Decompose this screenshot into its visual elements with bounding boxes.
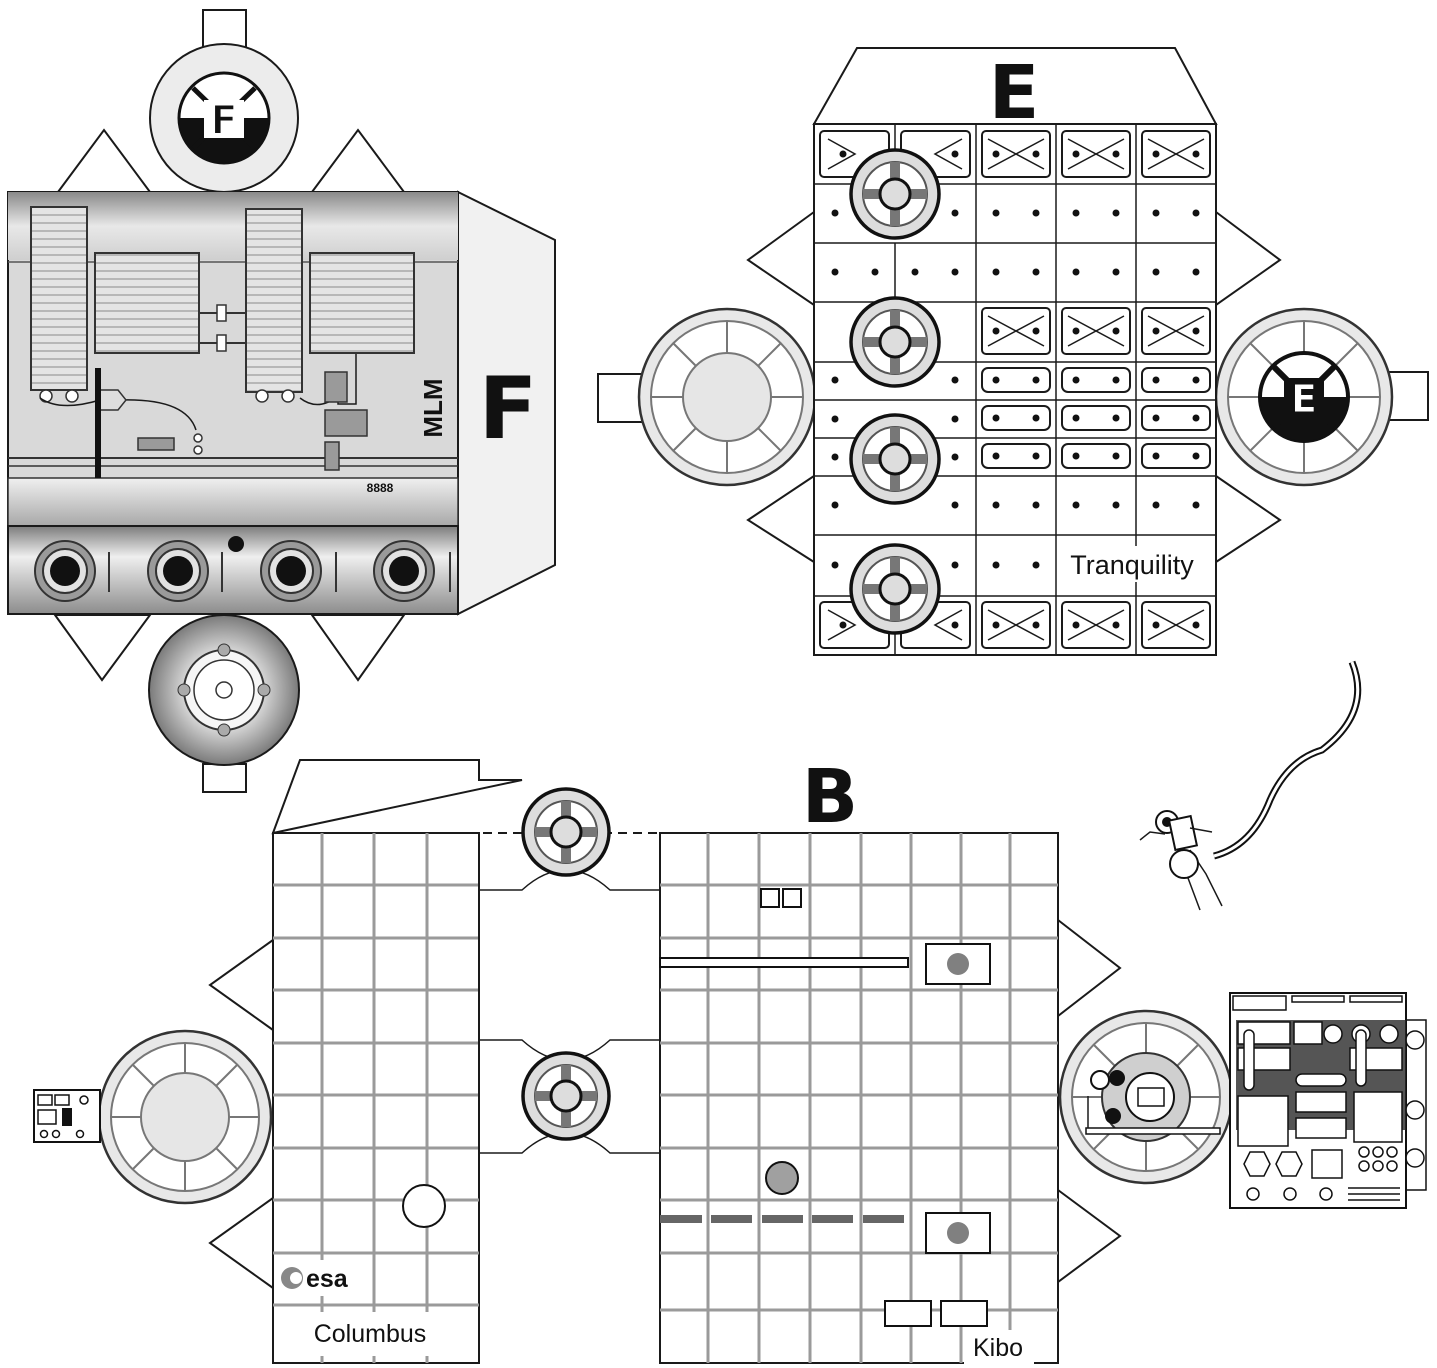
part-f-glue-tab <box>310 128 406 193</box>
mlm-port <box>373 540 435 602</box>
connector-hatch <box>521 787 611 877</box>
part-e-glue-tab <box>1215 210 1282 307</box>
part-b-top-flap <box>271 759 523 835</box>
part-f-glue-tab <box>310 614 406 682</box>
part-b-glue-tab <box>208 938 274 1032</box>
part-e-glue-tab <box>746 210 815 307</box>
radiator-panel <box>309 252 415 354</box>
part-f-net: F MLM 8888 <box>7 9 556 793</box>
tranquility-hatch <box>849 543 941 635</box>
radiator-panel <box>94 252 200 354</box>
tranquility-hatch <box>849 296 941 388</box>
mlm-port <box>260 540 322 602</box>
gear-icon <box>215 681 233 699</box>
mlm-panel-code: 8888 <box>367 481 394 495</box>
columbus-label: Columbus <box>314 1320 427 1348</box>
part-e-glue-tab <box>1215 474 1282 564</box>
connector-hatch <box>521 1051 611 1141</box>
part-e-left-end-ring <box>637 307 817 487</box>
part-e-net: E E <box>597 47 1429 656</box>
tranquility-hatch <box>849 413 941 505</box>
kibo-panel <box>659 832 1059 1364</box>
part-e-letter: E <box>989 50 1040 136</box>
kibo-end-ring <box>1058 1009 1234 1185</box>
part-f-bottom-tab <box>202 763 247 793</box>
astronaut-icon <box>1139 660 1362 911</box>
part-e-right-end-ring: E <box>1214 307 1394 487</box>
part-e-hatch-letter: E <box>1291 377 1317 421</box>
kibo-label: Kibo <box>973 1334 1023 1362</box>
part-f-glue-tab <box>53 614 152 682</box>
part-b-glue-tab <box>1057 917 1122 1019</box>
part-b-letter: B <box>802 754 858 840</box>
part-b-glue-tab <box>208 1196 274 1290</box>
tranquility-label: Tranquility <box>1070 550 1194 580</box>
radiator-panel <box>245 208 303 393</box>
mlm-port <box>147 540 209 602</box>
tether-icon <box>1213 660 1362 860</box>
control-panel-icon <box>1229 992 1427 1209</box>
esa-logo-text: esa <box>306 1265 349 1293</box>
mlm-label: MLM <box>418 378 448 437</box>
part-f-letter: F <box>479 359 538 459</box>
part-e-left-tab <box>597 373 643 423</box>
part-f-hatch-letter: F <box>210 98 237 144</box>
radiator-panel <box>30 206 88 391</box>
part-f-glue-tab <box>56 128 152 193</box>
part-b-glue-tab <box>1057 1188 1122 1284</box>
columbus-end-ring <box>97 1029 273 1205</box>
part-b-net: B esa Columbus <box>33 754 1427 1364</box>
tranquility-hatch <box>849 148 941 240</box>
mlm-port <box>34 540 96 602</box>
part-e-glue-tab <box>746 474 815 564</box>
control-panel-icon <box>33 1089 101 1143</box>
